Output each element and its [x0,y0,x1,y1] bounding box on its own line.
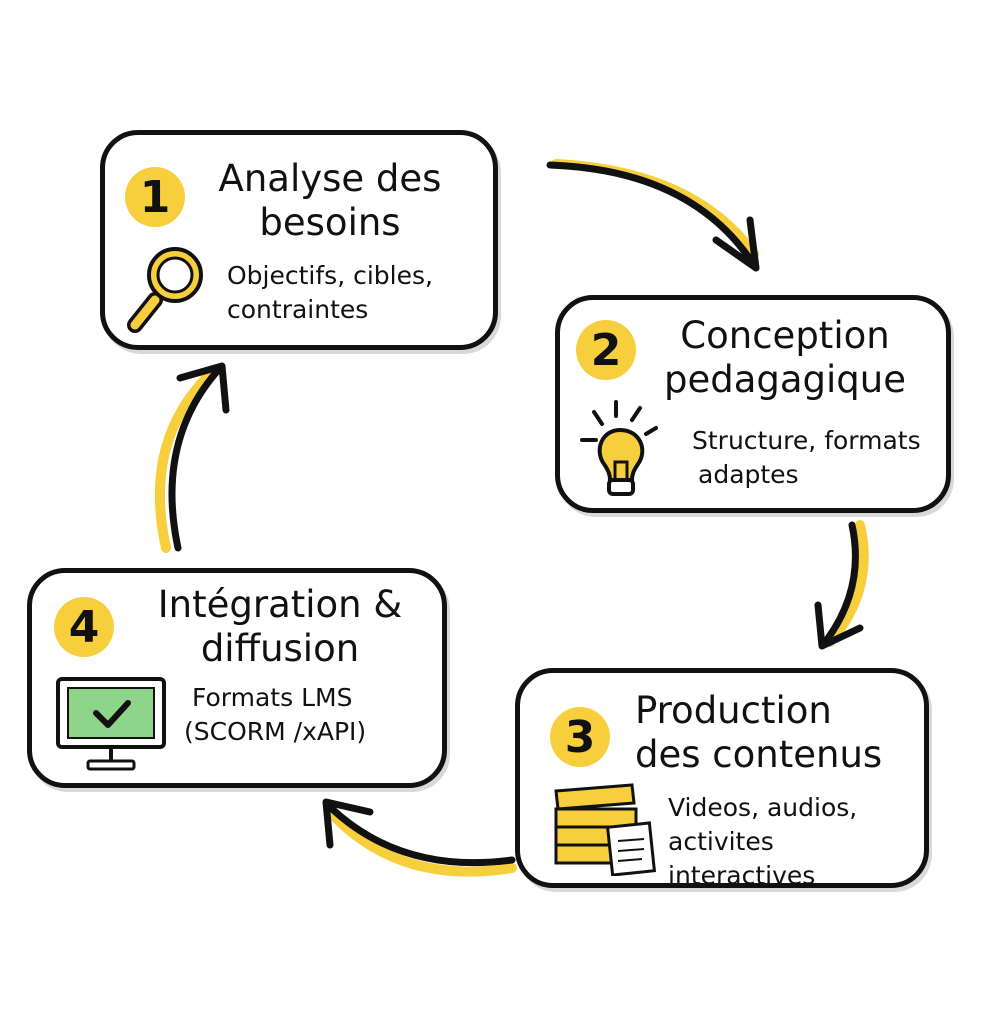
step-2-badge: 2 [576,320,636,380]
step-4-title: Intégration & diffusion [157,583,403,670]
monitor-check-icon [56,677,166,771]
step-2-card: 2 Conception pedagagique Structure, form… [555,295,951,513]
step-2-description: Structure, formats adaptes [692,426,921,489]
step-3-badge: 3 [550,707,610,767]
step-2-title: Conception pedagagique [663,314,907,401]
arrow-2-to-3 [814,520,869,650]
step-1-badge: 1 [125,167,185,227]
step-1-description: Objectifs, cibles, contraintes [227,261,433,324]
step-1-title: Analyse des besoins [218,157,442,244]
step-3-title: Production des contenus [635,689,883,776]
magnifier-icon [127,247,203,333]
step-3-description: Videos, audios, activites interactives [668,793,858,890]
arrow-4-to-1 [154,362,230,553]
arrow-3-to-4 [322,798,517,877]
lightbulb-icon [580,400,658,496]
step-4-badge: 4 [54,597,114,657]
step-1-card: 1 Analyse des besoins Objectifs, cibles,… [100,130,498,350]
arrow-1-to-2 [546,159,760,272]
clapperboard-icon [554,783,657,876]
step-4-card: 4 Intégration & diffusion Formats LMS (S… [27,568,447,788]
step-4-description: Formats LMS (SCORM /xAPI) [184,683,367,746]
step-3-card: 3 Production des contenus Videos, audios… [515,668,929,890]
